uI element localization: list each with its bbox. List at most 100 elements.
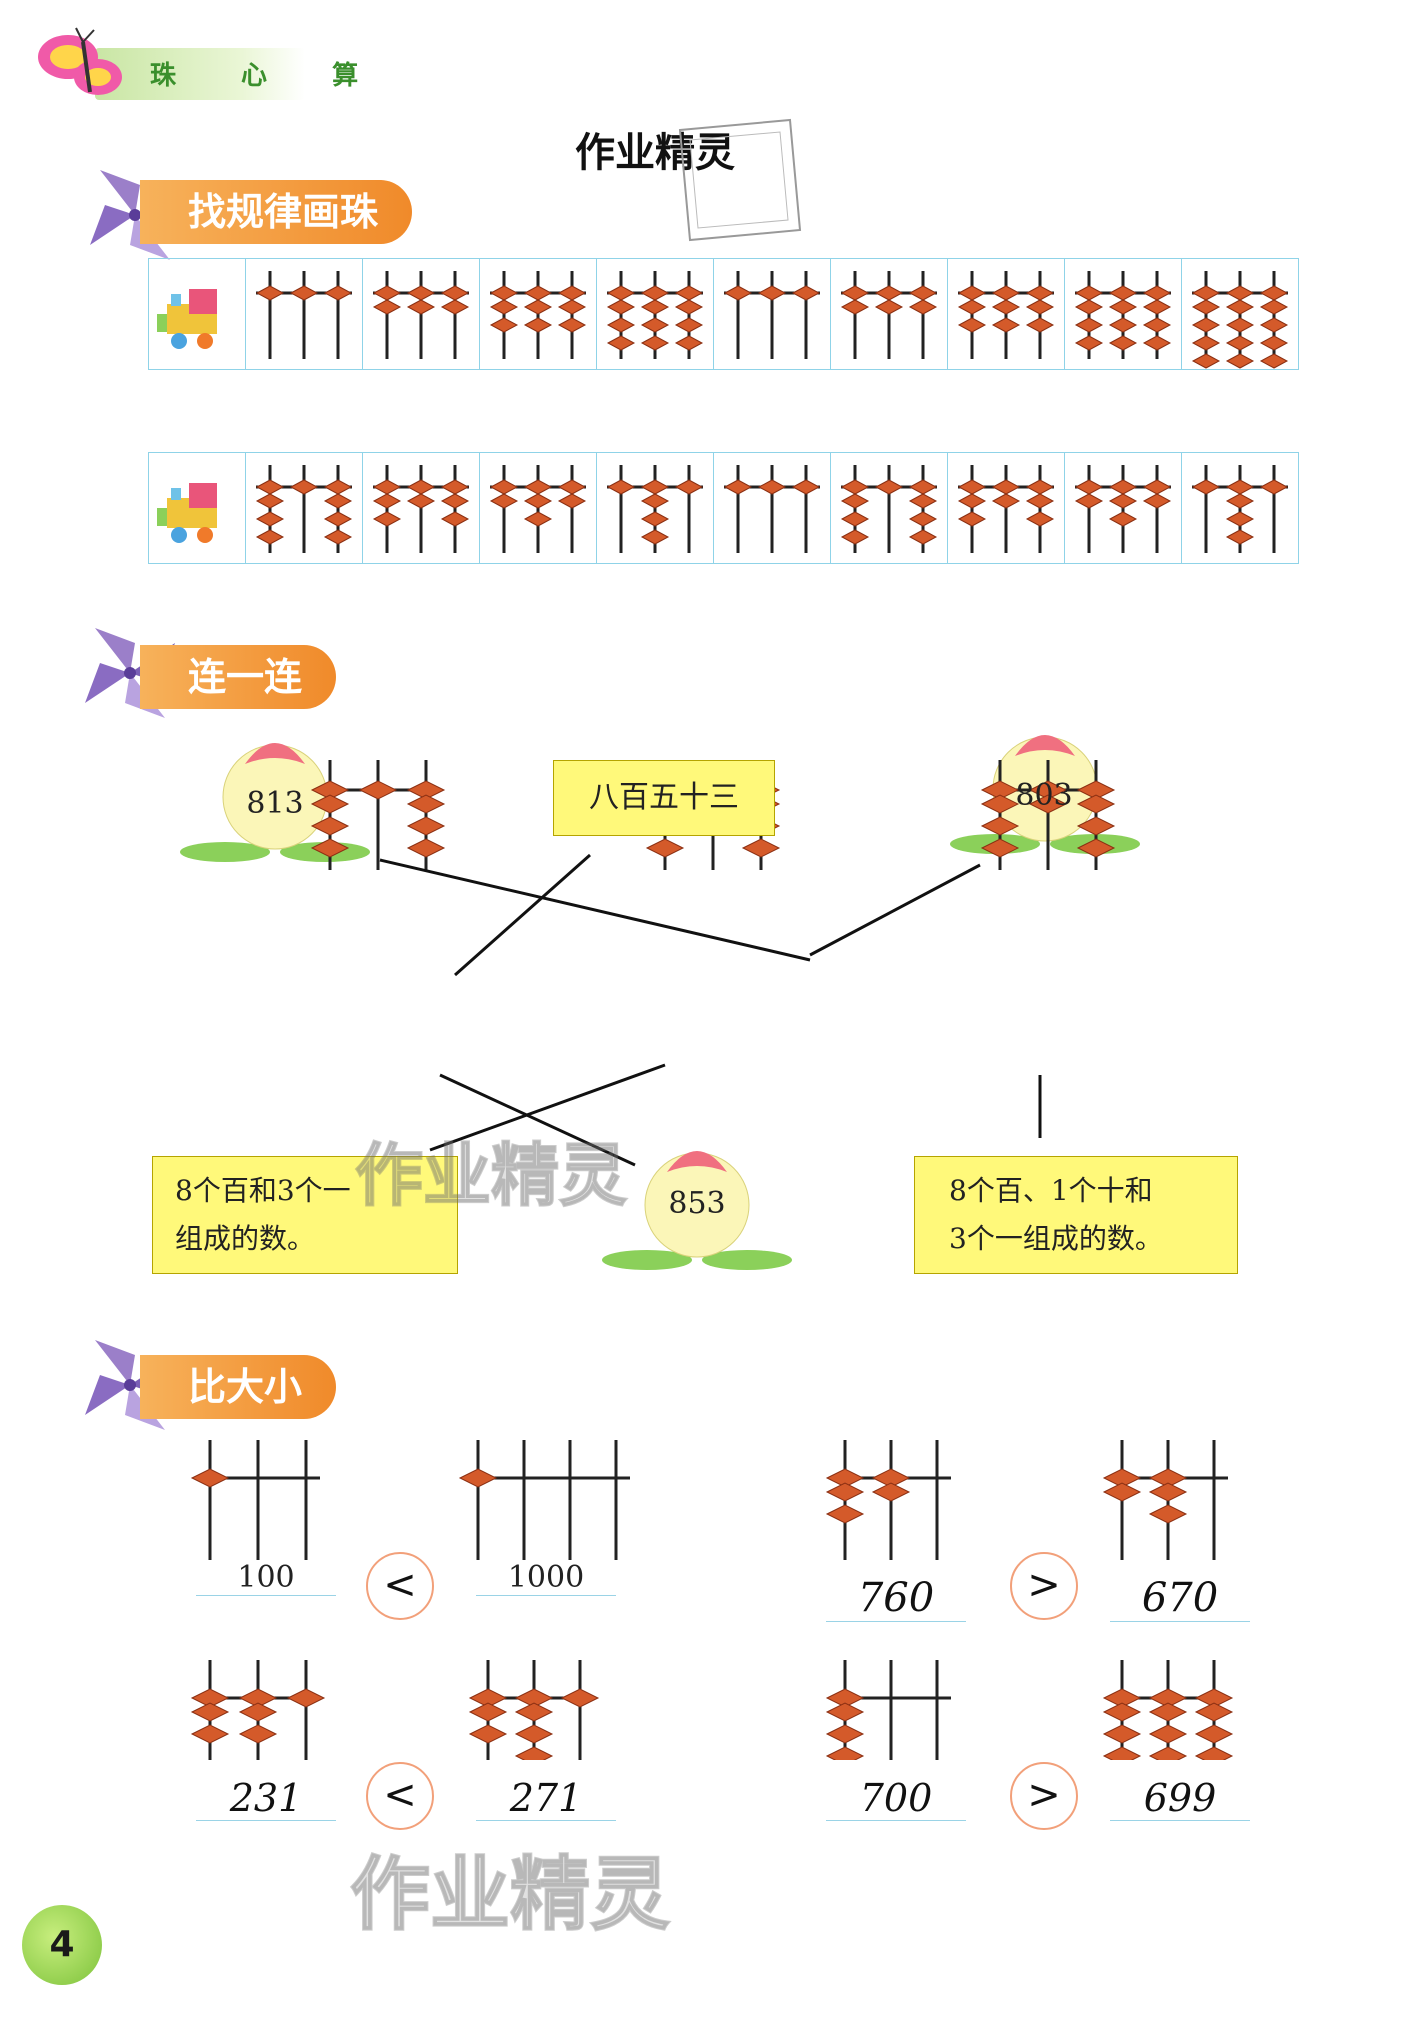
peach-icon <box>602 1151 792 1270</box>
abacus-bead <box>908 529 938 545</box>
compare-abacus-area <box>190 1440 1234 1760</box>
abacus-bead <box>1076 780 1116 800</box>
abacus-bead <box>874 299 904 315</box>
abacus-bead <box>791 285 821 301</box>
abacus-bead <box>840 285 870 301</box>
abacus-bead <box>1074 493 1104 509</box>
connect-line <box>439 1073 636 1167</box>
abacus-bead <box>557 479 587 495</box>
connect-box-desc-2-line1: 8个百、1个十和 <box>949 1174 1153 1207</box>
abacus-bead <box>1191 285 1221 301</box>
abacus-bead <box>514 1746 554 1760</box>
abacus-bead <box>1025 317 1055 333</box>
abacus-bead <box>1148 1724 1188 1744</box>
abacus-bead <box>557 493 587 509</box>
abacus-bead <box>1225 493 1255 509</box>
pattern-cell <box>831 259 948 369</box>
abacus-bead <box>440 285 470 301</box>
peach-top <box>667 1151 727 1172</box>
connect-line <box>454 853 591 977</box>
abacus-bead <box>323 493 353 509</box>
abacus-bead <box>674 317 704 333</box>
abacus <box>840 271 938 359</box>
abacus-bead <box>1142 493 1172 509</box>
abacus-bead <box>1076 838 1116 858</box>
abacus-bead <box>1148 1746 1188 1760</box>
abacus-bead <box>757 479 787 495</box>
peach-leaf <box>180 842 270 862</box>
connect-box-desc-1: 8个百和3个一 组成的数。 <box>152 1156 458 1274</box>
abacus-bead <box>1102 1688 1142 1708</box>
abacus <box>310 760 446 870</box>
abacus-bead <box>238 1724 278 1744</box>
abacus-bead <box>406 479 436 495</box>
peach-top <box>1015 735 1075 756</box>
abacus-bead <box>255 285 285 301</box>
abacus-bead <box>1259 285 1289 301</box>
abacus <box>458 1440 630 1560</box>
abacus-bead <box>840 299 870 315</box>
abacus-bead <box>255 479 285 495</box>
abacus-bead <box>1148 1702 1188 1722</box>
abacus-bead <box>640 511 670 527</box>
abacus-bead <box>640 479 670 495</box>
connect-box-words: 八百五十三 <box>553 760 775 836</box>
abacus-bead <box>1225 285 1255 301</box>
abacus-bead <box>1025 493 1055 509</box>
abacus-bead <box>523 285 553 301</box>
abacus-bead <box>440 493 470 509</box>
abacus-bead <box>1074 479 1104 495</box>
abacus <box>957 465 1055 553</box>
abacus-bead <box>523 479 553 495</box>
abacus-bead <box>1108 335 1138 351</box>
abacus-bead <box>468 1688 508 1708</box>
abacus-bead <box>640 285 670 301</box>
abacus-bead <box>440 511 470 527</box>
abacus-bead <box>606 479 636 495</box>
abacus-bead <box>980 816 1020 836</box>
peach-label-803: 803 <box>1015 778 1073 813</box>
abacus <box>1191 271 1289 369</box>
abacus-bead <box>1025 285 1055 301</box>
abacus-bead <box>255 529 285 545</box>
abacus-bead <box>1025 511 1055 527</box>
abacus-bead <box>323 285 353 301</box>
abacus-bead <box>523 299 553 315</box>
abacus-bead <box>1142 479 1172 495</box>
abacus-bead <box>1225 479 1255 495</box>
abacus-bead <box>1225 529 1255 545</box>
abacus <box>372 271 470 359</box>
abacus-bead <box>1191 479 1221 495</box>
abacus-bead <box>874 479 904 495</box>
abacus-bead <box>406 780 446 800</box>
abacus-bead <box>406 794 446 814</box>
abacus-bead <box>606 317 636 333</box>
abacus <box>255 271 353 359</box>
abacus-bead <box>190 1724 230 1744</box>
abacus-bead <box>489 479 519 495</box>
abacus-bead <box>489 285 519 301</box>
abacus-bead <box>991 317 1021 333</box>
connect-box-desc-1-line1: 8个百和3个一 <box>175 1174 351 1207</box>
abacus-bead <box>1142 335 1172 351</box>
abacus-bead <box>1194 1702 1234 1722</box>
abacus-bead <box>908 479 938 495</box>
abacus-bead <box>1142 317 1172 333</box>
abacus-bead <box>1074 335 1104 351</box>
abacus-bead <box>514 1688 554 1708</box>
abacus-bead <box>523 317 553 333</box>
abacus-bead <box>825 1468 865 1488</box>
abacus-bead <box>310 780 350 800</box>
abacus-bead <box>1191 299 1221 315</box>
abacus-bead <box>825 1746 865 1760</box>
abacus-bead <box>468 1702 508 1722</box>
abacus-bead <box>1074 285 1104 301</box>
abacus-bead <box>372 285 402 301</box>
abacus-bead <box>372 479 402 495</box>
abacus-bead <box>1108 511 1138 527</box>
section-title-pattern: 找规律画珠 <box>140 180 413 244</box>
abacus-bead <box>1225 353 1255 369</box>
pattern-cell <box>1182 259 1298 369</box>
page-number: 4 <box>22 1905 102 1985</box>
pattern-cell <box>597 259 714 369</box>
